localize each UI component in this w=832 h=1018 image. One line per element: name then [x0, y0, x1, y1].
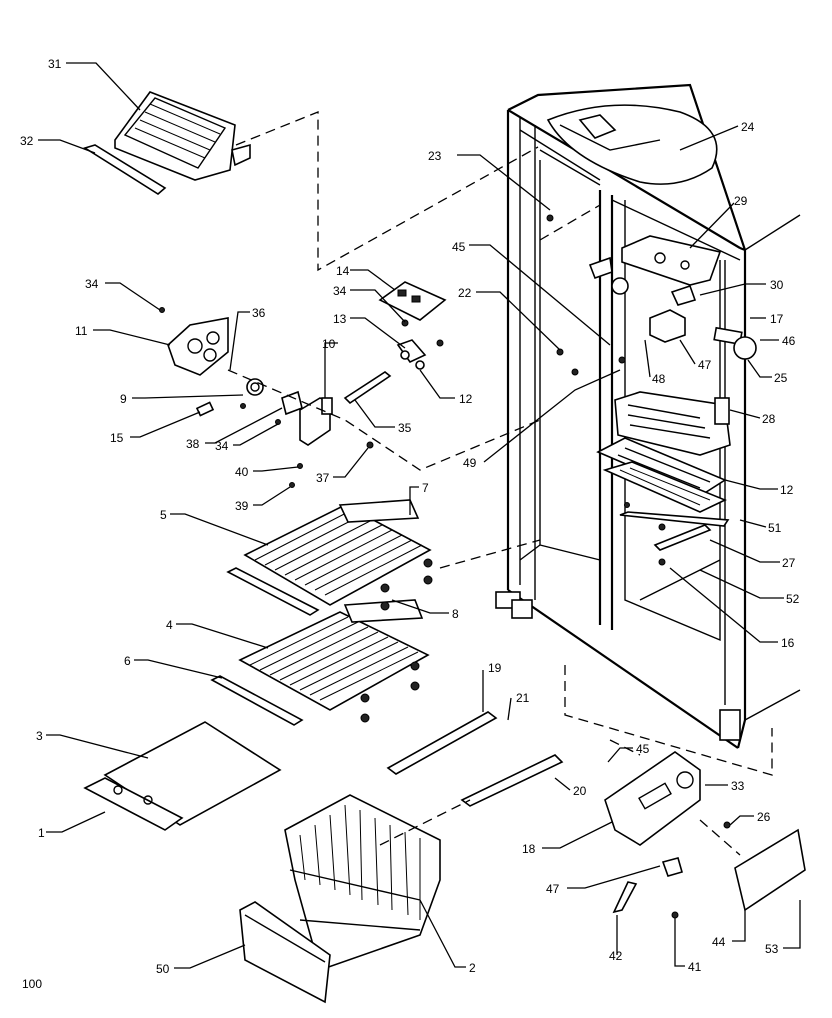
callout-26: 26: [757, 810, 771, 824]
callout-36: 36: [252, 306, 266, 320]
callout-12-left: 12: [459, 392, 473, 406]
callout-46: 46: [782, 334, 796, 348]
callout-3: 3: [36, 729, 43, 743]
callout-40: 40: [235, 465, 249, 479]
part-door-module: [604, 751, 701, 846]
leader-lines: [38, 62, 801, 969]
part-mount-plate: [378, 281, 447, 347]
callout-35: 35: [398, 421, 412, 435]
part-evaporator-cover: [614, 391, 731, 456]
callout-19: 19: [488, 661, 502, 675]
callout-23: 23: [428, 149, 442, 163]
callout-45-top: 45: [452, 240, 466, 254]
callout-12-right: 12: [780, 483, 794, 497]
refrigerator-cabinet: [495, 83, 801, 749]
callout-51: 51: [768, 521, 782, 535]
callout-30: 30: [770, 278, 784, 292]
part-wire-shelf-upper: [226, 499, 432, 616]
part-switch: [649, 309, 686, 343]
callout-38: 38: [186, 437, 200, 451]
callout-50: 50: [156, 962, 170, 976]
part-dispenser-cover: [546, 104, 718, 185]
callout-1: 1: [38, 826, 45, 840]
callout-22: 22: [458, 286, 472, 300]
callout-5: 5: [160, 508, 167, 522]
assembly-lines: [227, 111, 773, 856]
part-glass-shelf: [83, 721, 282, 831]
callout-18: 18: [522, 842, 536, 856]
callout-21: 21: [516, 691, 530, 705]
callout-37: 37: [316, 471, 330, 485]
small-fasteners: [159, 214, 666, 566]
callout-34-low: 34: [215, 439, 229, 453]
callout-17: 17: [770, 312, 784, 326]
callout-27: 27: [782, 556, 796, 570]
callout-20: 20: [573, 784, 587, 798]
callout-2: 2: [469, 961, 476, 975]
callout-6: 6: [124, 654, 131, 668]
callout-7: 7: [422, 481, 429, 495]
part-wire-basket: [284, 794, 441, 972]
callout-39: 39: [235, 499, 249, 513]
part-rails-right: [619, 502, 730, 551]
callout-4: 4: [166, 618, 173, 632]
callout-13: 13: [333, 312, 347, 326]
callout-29: 29: [734, 194, 748, 208]
callout-11: 11: [75, 324, 88, 338]
part-latch: [612, 821, 731, 919]
callout-31: 31: [48, 57, 62, 71]
part-access-cover: [734, 828, 806, 912]
callout-52: 52: [786, 592, 800, 606]
part-light-socket: [713, 326, 757, 360]
callout-16-right: 16: [781, 636, 795, 650]
part-fan-motor: [195, 378, 303, 417]
part-control-housing: [588, 235, 722, 306]
part-wire-shelf-lower: [210, 599, 430, 726]
figure-number: 100: [22, 977, 42, 991]
callout-labels: 31 32 24 23 29 45 22 30 17 46 47 25 48 2…: [20, 57, 800, 991]
callout-24: 24: [741, 120, 755, 134]
callout-49: 49: [463, 456, 477, 470]
callout-8: 8: [452, 607, 459, 621]
part-bracket-assembly: [396, 339, 427, 370]
part-drawer-rails: [386, 711, 564, 807]
callout-32: 32: [20, 134, 34, 148]
callout-25: 25: [774, 371, 788, 385]
callout-14: 14: [336, 264, 350, 278]
callout-10: 10: [322, 337, 336, 351]
callout-48: 48: [652, 372, 666, 386]
callout-42: 42: [609, 949, 623, 963]
part-basket-front: [239, 901, 331, 1004]
callout-45-bottom: 45: [636, 742, 650, 756]
callout-33: 33: [731, 779, 745, 793]
part-rod: [343, 371, 392, 405]
part-ice-tray: [83, 91, 251, 195]
callout-28: 28: [762, 412, 776, 426]
part-shelf-pins: [360, 558, 433, 723]
part-motor-bracket: [299, 397, 333, 446]
callout-41: 41: [688, 960, 702, 974]
callout-34-left: 34: [85, 277, 99, 291]
callout-15: 15: [110, 431, 124, 445]
part-fan-housing: [167, 317, 229, 376]
callout-53: 53: [765, 942, 779, 956]
callout-9: 9: [120, 392, 127, 406]
callout-34-mid: 34: [333, 284, 347, 298]
callout-44: 44: [712, 935, 726, 949]
callout-47-top: 47: [698, 358, 712, 372]
callout-47-bottom: 47: [546, 882, 560, 896]
